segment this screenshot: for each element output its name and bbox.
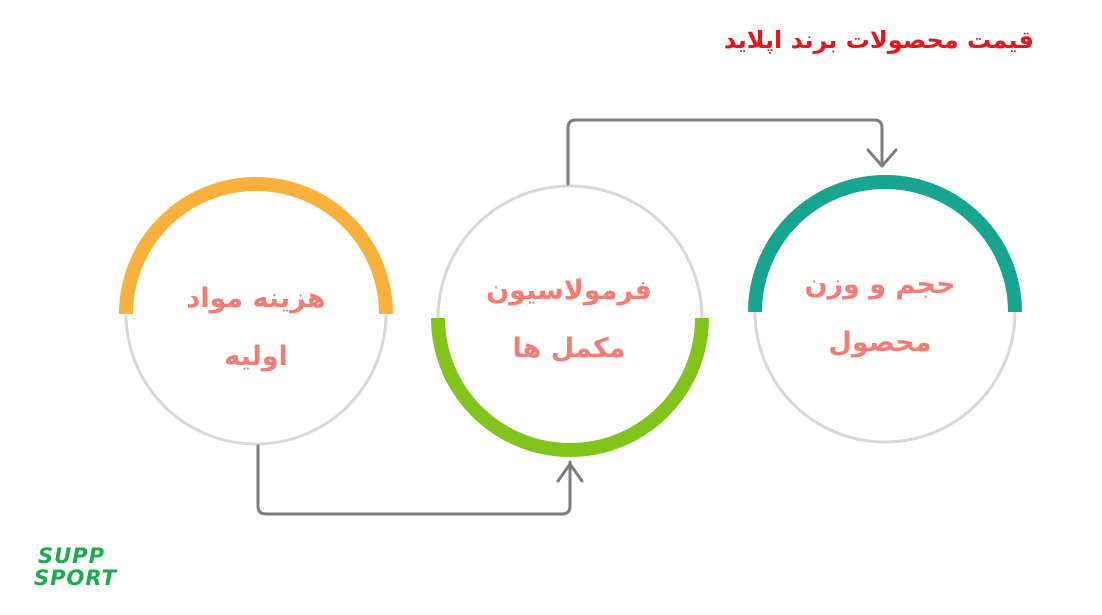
node-size-weight-arc — [748, 175, 1022, 313]
arrow-up-icon — [556, 462, 584, 483]
node-size-weight — [748, 175, 1022, 444]
page-title: قیمت محصولات برند اپلاید — [723, 26, 1034, 54]
node-raw-material-arc — [119, 177, 393, 315]
logo-line2: SPORT — [34, 566, 117, 590]
node-formulation-arc — [431, 317, 709, 457]
arrow-down-icon — [866, 148, 898, 168]
node-raw-material-cost — [119, 177, 393, 446]
node-formulation-line1: فرمولاسیون — [486, 275, 652, 306]
suppsport-logo: SUPP SPORT — [34, 545, 117, 589]
node-formulation-label: فرمولاسیون مکمل ها — [469, 262, 669, 378]
node-raw-material-line1: هزینه مواد — [186, 283, 326, 314]
node-raw-material-label: هزینه مواد اولیه — [156, 270, 356, 386]
node-formulation — [431, 184, 709, 457]
connector-middle-to-right — [566, 118, 898, 186]
node-raw-material-line2: اولیه — [224, 341, 288, 372]
node-formulation-line2: مکمل ها — [512, 333, 626, 364]
logo-line1: SUPP — [38, 544, 105, 568]
node-size-weight-label: حجم و وزن محصول — [780, 256, 980, 372]
connector-left-to-middle — [256, 444, 584, 516]
node-size-weight-line1: حجم و وزن — [804, 269, 956, 300]
node-size-weight-line2: محصول — [828, 327, 932, 358]
